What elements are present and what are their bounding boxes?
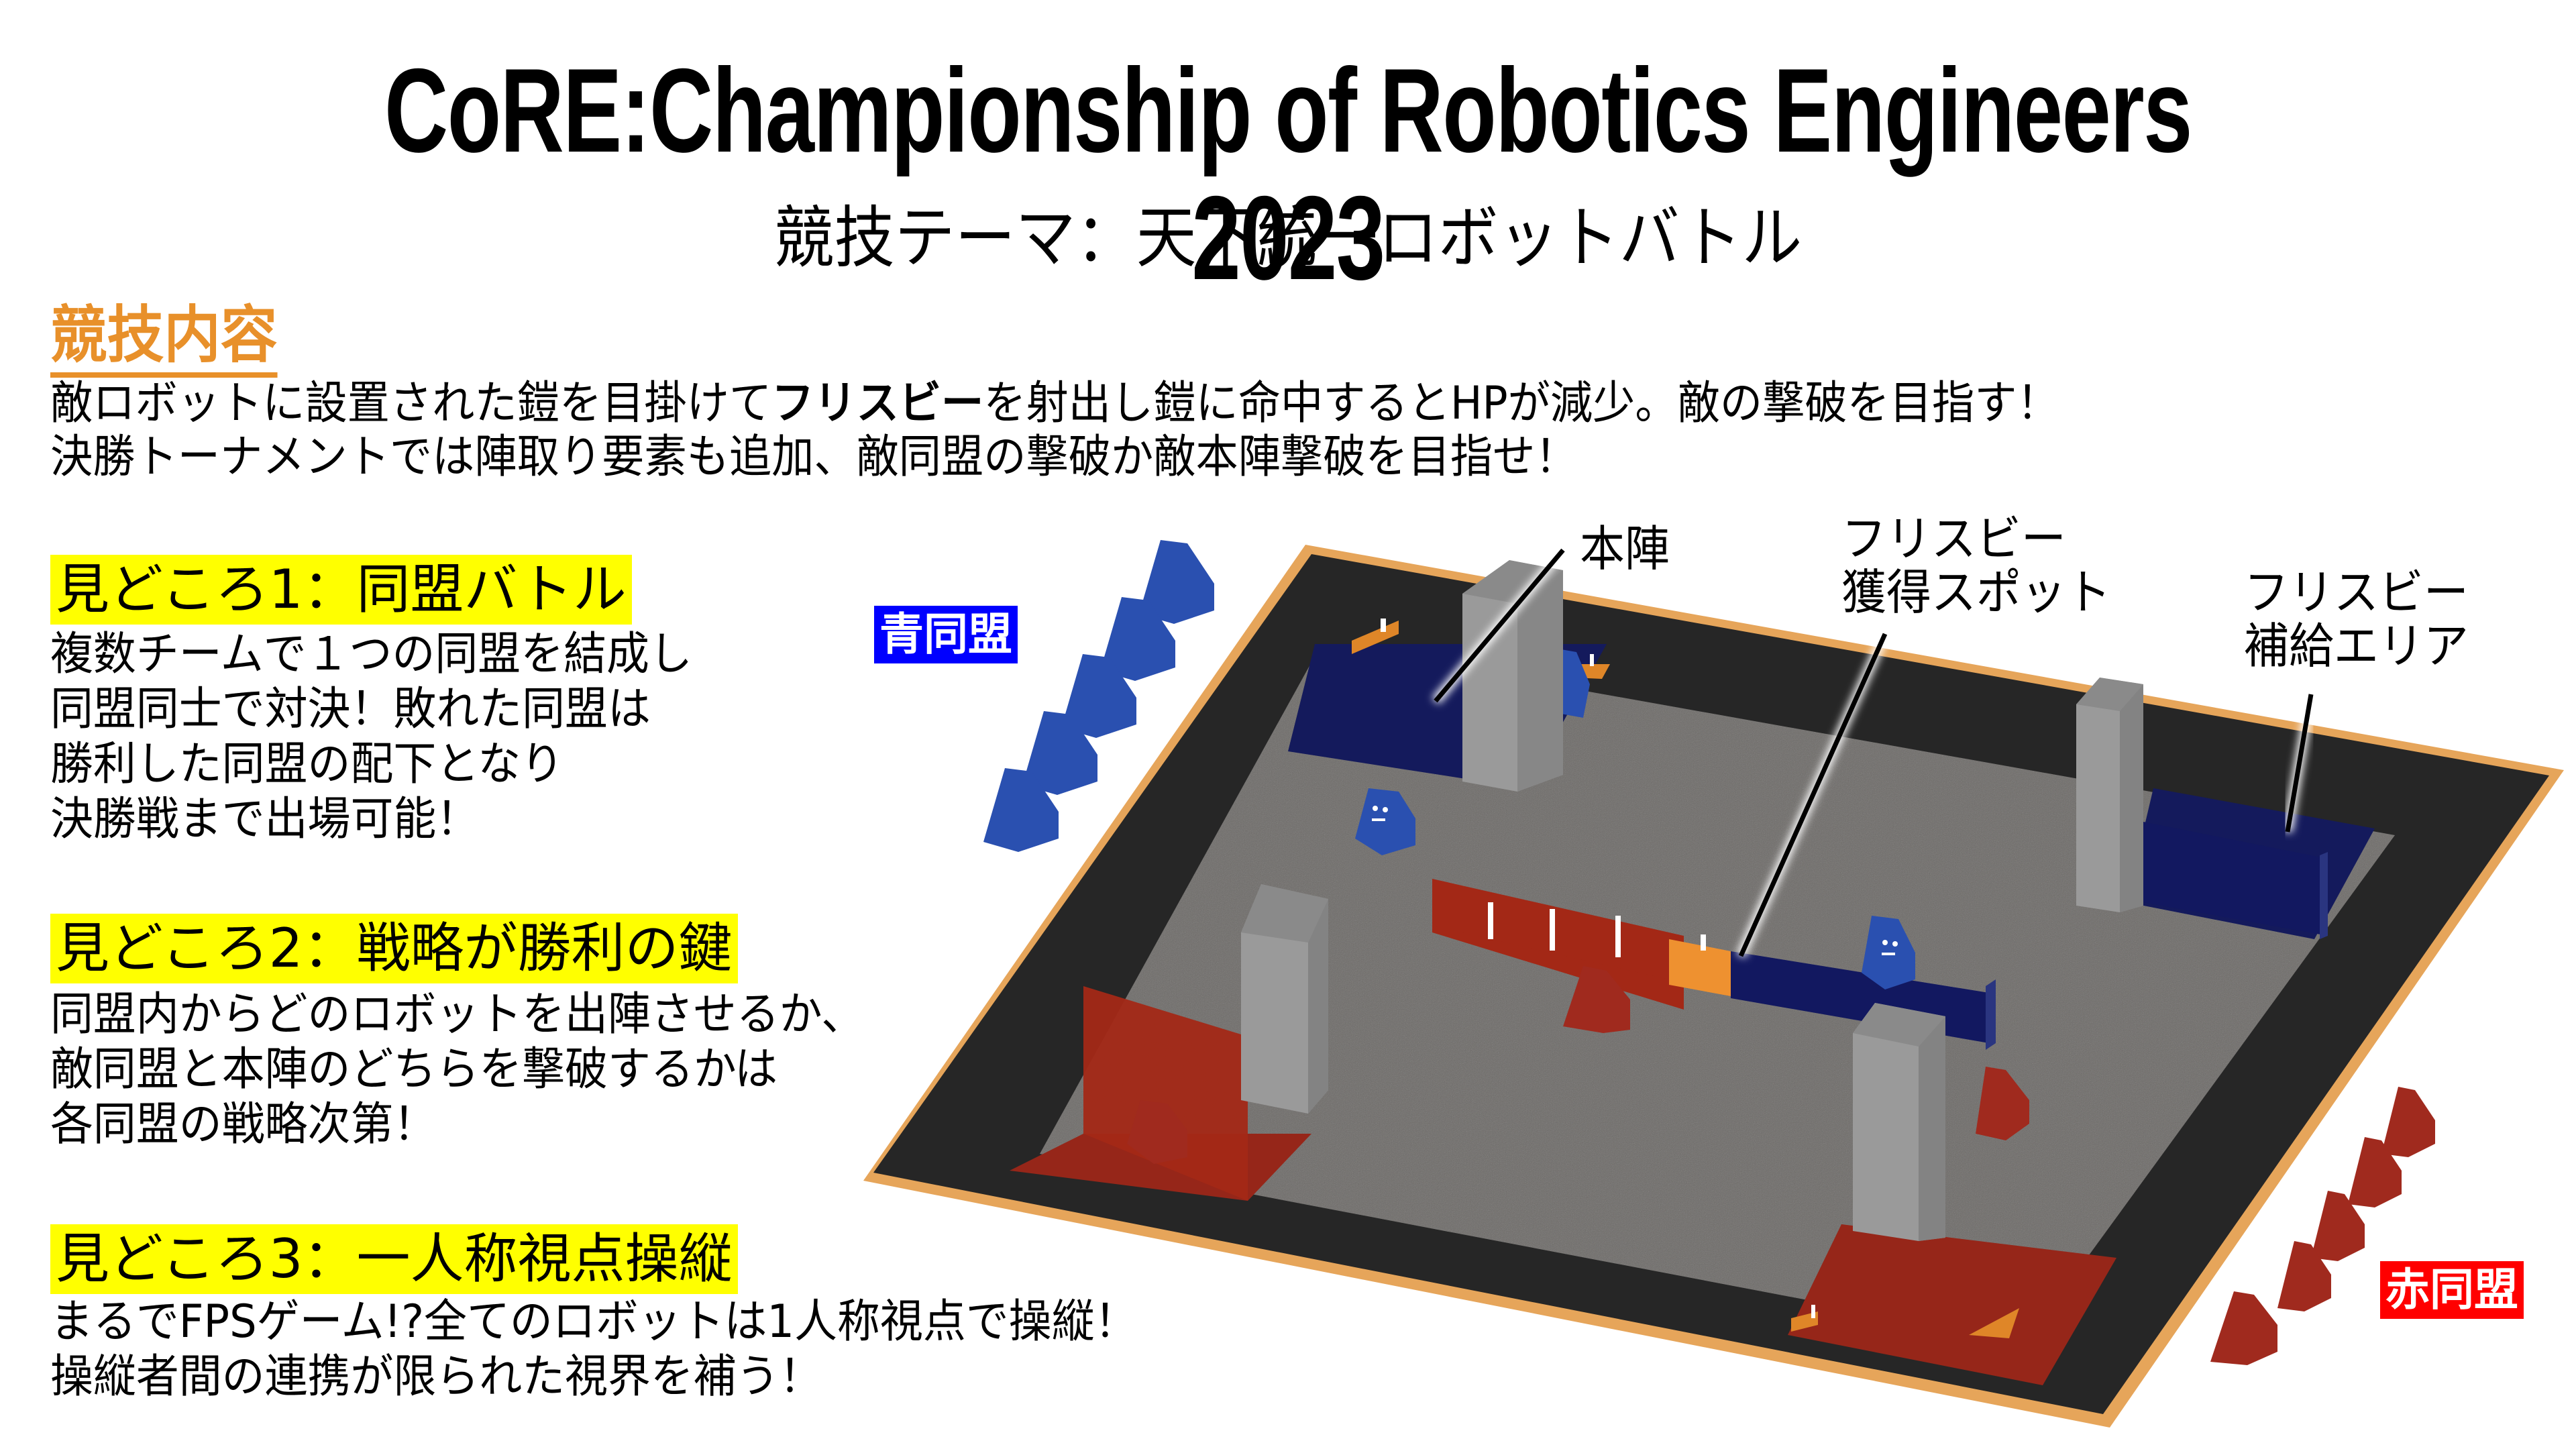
red-robot	[1976, 1067, 2029, 1140]
label-frisbee-supply-2: 補給エリア	[2244, 618, 2469, 674]
red-robot	[1563, 966, 1630, 1033]
overview-line-1-post: を射出し鎧に命中するとHPが減少。敵の撃破を目指す！	[983, 377, 2059, 430]
blue-alliance-robots	[983, 540, 1214, 852]
label-frisbee-supply-1: フリスビー	[2244, 564, 2469, 621]
blue-alliance-badge: 青同盟	[874, 606, 1018, 663]
overview-line-1-pre: 敵ロボットに設置された鎧を目掛けて	[50, 377, 772, 430]
label-frisbee-spot-1: フリスビー	[1841, 511, 2066, 567]
red-alliance-robots	[2210, 1087, 2435, 1365]
highlight-1-title: 見どころ1：同盟バトル	[50, 555, 632, 625]
overview-line-1: 敵ロボットに設置された鎧を目掛けてフリスビーを射出し鎧に命中するとHPが減少。敵…	[50, 377, 2059, 431]
frisbee-emphasis: フリスビー	[771, 377, 984, 430]
label-frisbee-spot-2: 獲得スポット	[1841, 564, 2111, 621]
highlight-3-line: 操縦者間の連携が限られた視界を補う！	[50, 1350, 822, 1403]
label-honjin: 本陣	[1580, 521, 1670, 577]
highlight-2-line: 同盟内からどのロボットを出陣させるか、	[50, 988, 865, 1041]
frisbee-pad	[1352, 621, 1399, 654]
highlight-2-title: 見どころ2：戦略が勝利の鍵	[50, 914, 738, 983]
blue-robot	[1355, 788, 1415, 855]
highlight-1-line: 複数チームで１つの同盟を結成し	[50, 628, 692, 681]
highlight-1-line: 決勝戦まで出場可能！	[50, 793, 480, 846]
highlight-3-title: 見どころ3：一人称視点操縦	[50, 1224, 738, 1294]
page-title: CoRE:Championship of Robotics Engineers …	[384, 44, 2192, 305]
red-home-wall	[1083, 986, 1248, 1201]
overview-line-2: 決勝トーナメントでは陣取り要素も追加、敵同盟の撃破か敵本陣撃破を目指せ！	[50, 431, 1578, 484]
highlight-1-line: 同盟同士で対決！敗れた同盟は	[50, 683, 651, 736]
frisbee-acquisition-spot	[1669, 939, 1731, 996]
overview-heading: 競技内容	[50, 299, 278, 378]
highlight-2-line: 各同盟の戦略次第！	[50, 1098, 437, 1151]
highlight-3-line: まるでFPSゲーム!?全てのロボットは1人称視点で操縦！	[50, 1295, 1138, 1348]
competition-theme: 競技テーマ：天下統一ロボットバトル	[773, 199, 1803, 277]
red-robot	[1127, 1100, 1187, 1164]
red-honjin-zone	[1788, 1224, 2116, 1385]
highlight-2-line: 敵同盟と本陣のどちらを撃破するかは	[50, 1043, 778, 1096]
red-alliance-badge: 赤同盟	[2380, 1261, 2524, 1319]
highlight-1-line: 勝利した同盟の配下となり	[50, 738, 564, 791]
